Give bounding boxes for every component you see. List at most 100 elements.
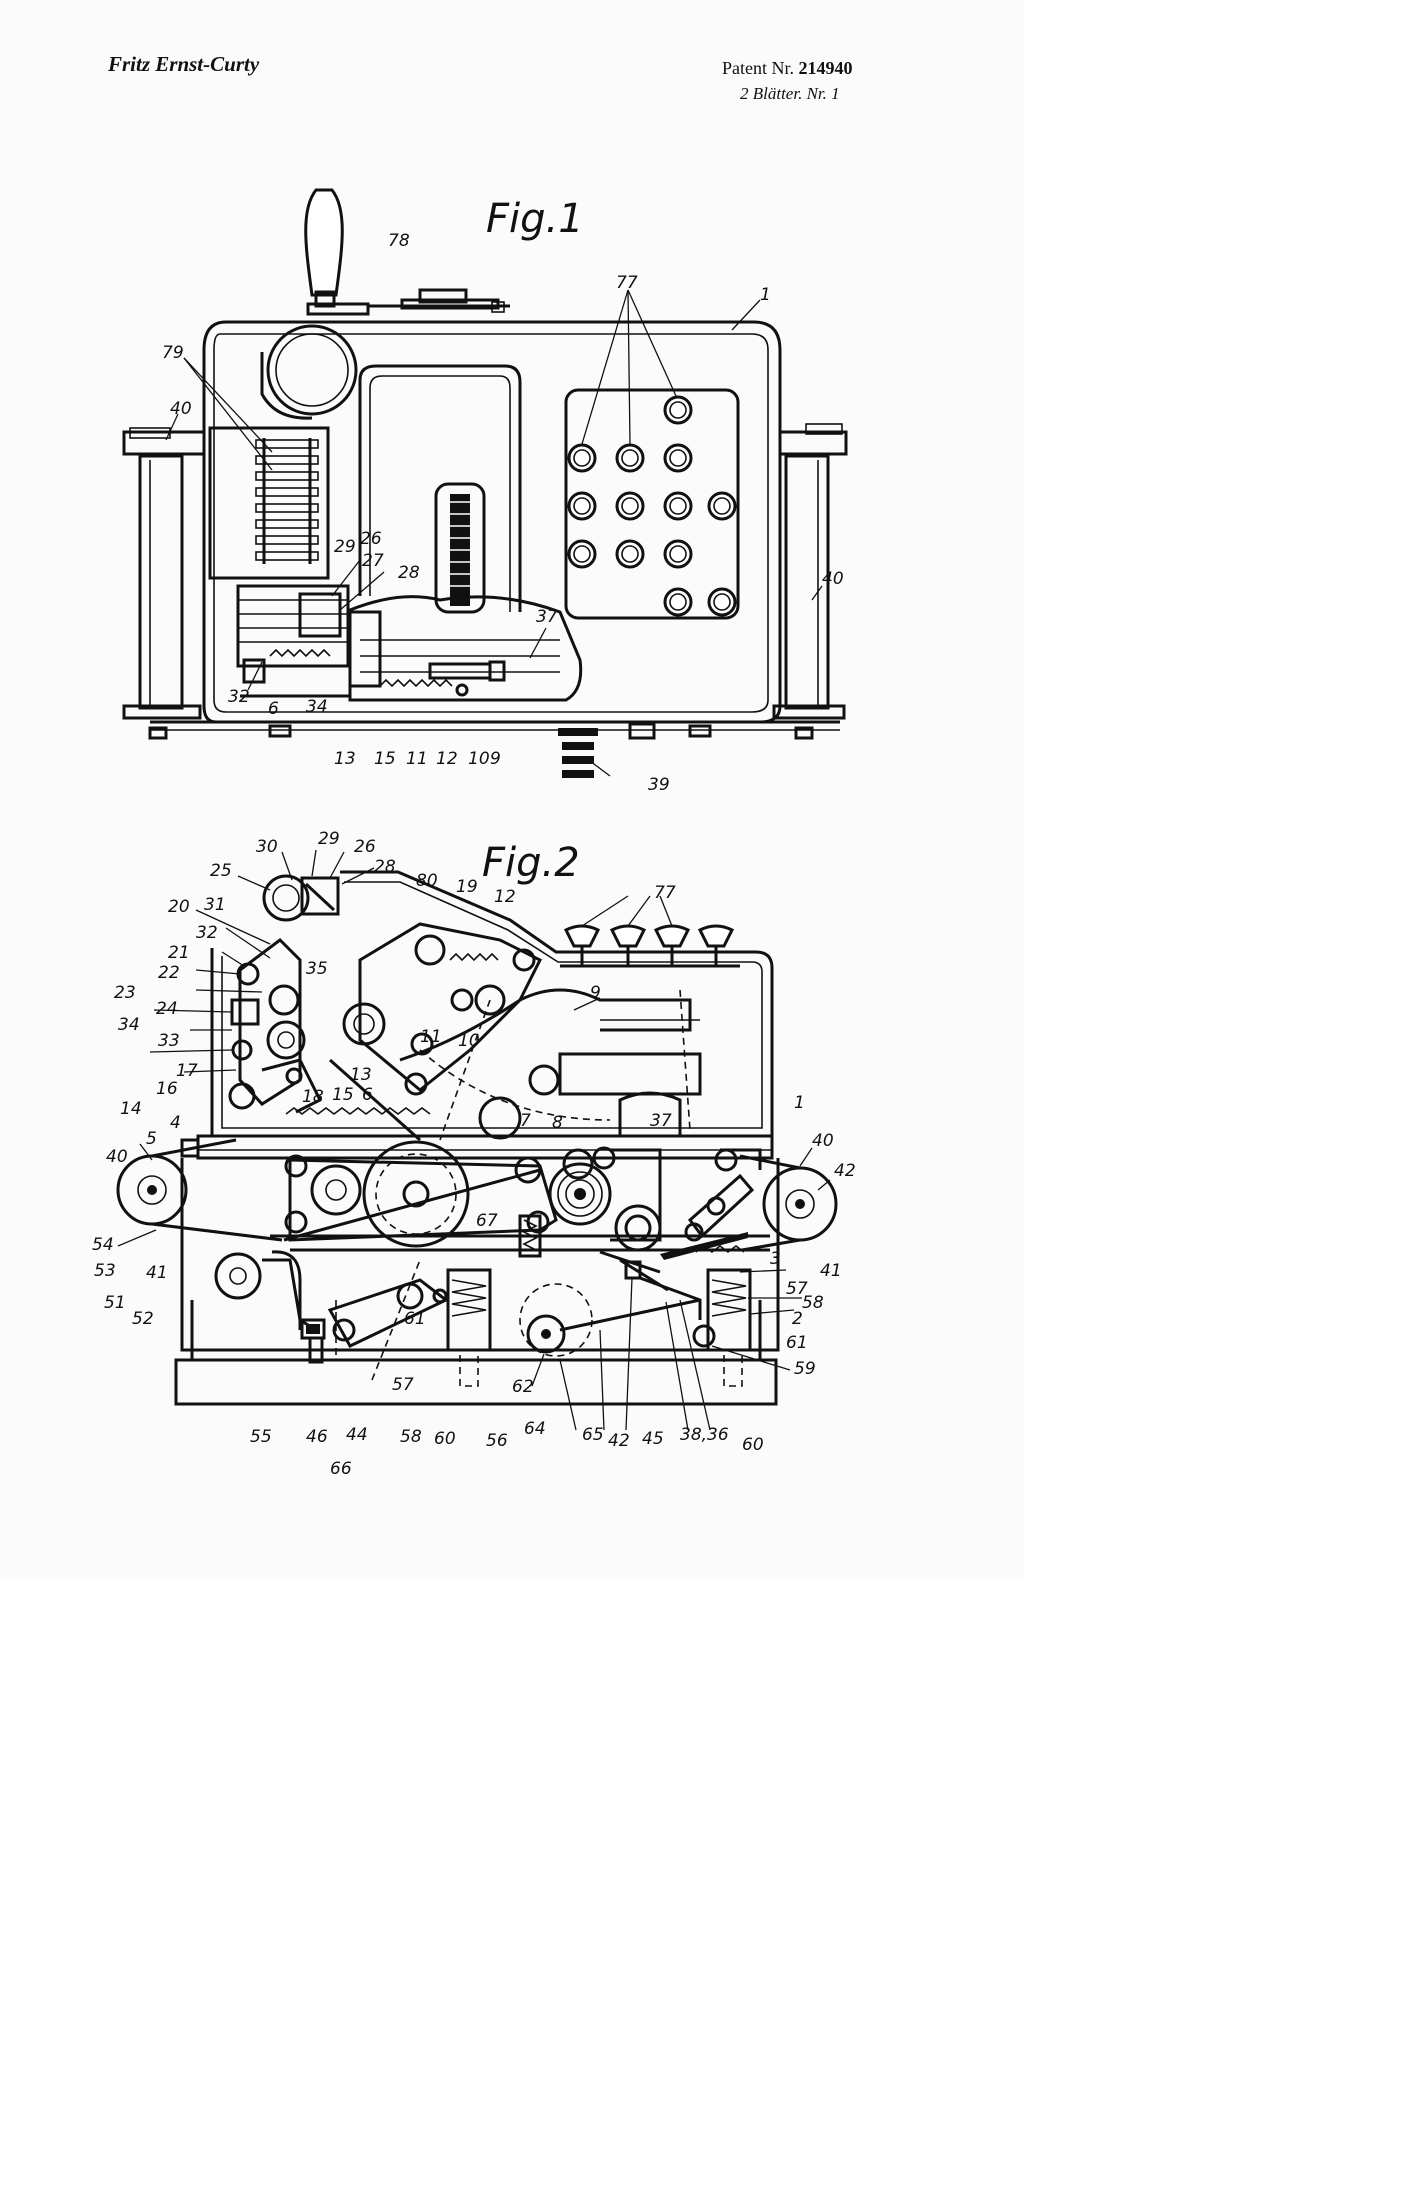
ref-51: 51 [104, 1293, 126, 1313]
fig2-large-gear [283, 1140, 558, 1248]
ref-42-bottom: 42 [608, 1431, 630, 1451]
ref-23: 23 [114, 983, 136, 1003]
ref-57-left: 57 [392, 1375, 414, 1395]
keyboard-panel [564, 388, 740, 620]
ref-40-left: 40 [170, 399, 192, 419]
ref-55: 55 [250, 1427, 272, 1447]
ref-7: 7 [520, 1111, 531, 1131]
ref-40-right: 40 [812, 1131, 834, 1151]
patent-number: 214940 [798, 58, 853, 78]
left-roll [122, 427, 206, 740]
ref-22: 22 [158, 963, 180, 983]
crank-handle [304, 188, 510, 316]
ref-10: 10 [458, 1031, 480, 1051]
ref-19: 19 [456, 877, 478, 897]
fig2-keys [560, 924, 740, 968]
ref-54: 54 [92, 1235, 114, 1255]
ref-60-left: 60 [434, 1429, 456, 1449]
ref-37: 37 [650, 1111, 672, 1131]
ref-77: 77 [654, 883, 676, 903]
ref-11: 11 [406, 749, 428, 769]
ref-1: 1 [760, 285, 771, 305]
ref-46: 46 [306, 1427, 328, 1447]
figure-1-title: Fig.1 [486, 196, 584, 242]
ref-21: 21 [168, 943, 190, 963]
ref-8: 8 [552, 1113, 563, 1133]
fig2-leaders [117, 849, 831, 1431]
ref-40-left: 40 [106, 1147, 128, 1167]
ref-31: 31 [204, 895, 226, 915]
fig1-reference-numerals: 78 77 1 79 40 29 26 27 28 37 40 32 6 34 … [162, 231, 844, 795]
toothed-rack [450, 494, 470, 606]
ref-40-right: 40 [822, 569, 844, 589]
ref-78: 78 [388, 231, 410, 251]
fig2-lower-drive [214, 1250, 752, 1387]
fig2-housing-cover [210, 870, 774, 1138]
ref-30: 30 [256, 837, 278, 857]
figure-1: Fig.1 [122, 188, 848, 795]
ref-18: 18 [302, 1087, 324, 1107]
ref-35: 35 [306, 959, 328, 979]
ref-20: 20 [168, 897, 190, 917]
fig2-left-mechanism [228, 938, 431, 1115]
right-roll [772, 423, 848, 740]
ref-38-36: 38,36 [680, 1425, 729, 1445]
ref-11: 11 [420, 1027, 442, 1047]
ref-26: 26 [360, 529, 382, 549]
sheet-info: 2 Blätter. Nr. 1 [740, 84, 840, 103]
ref-24: 24 [156, 999, 178, 1019]
ref-25: 25 [210, 861, 232, 881]
ref-16: 16 [156, 1079, 178, 1099]
figure-2-title: Fig.2 [482, 840, 580, 886]
ref-15: 15 [332, 1085, 354, 1105]
ref-3: 3 [770, 1249, 781, 1269]
ref-33: 33 [158, 1031, 180, 1051]
patent-number-line: Patent Nr. 214940 [722, 58, 853, 79]
inventor-name: Fritz Ernst-Curty [108, 52, 260, 76]
ref-79: 79 [162, 343, 184, 363]
ref-6: 6 [362, 1085, 373, 1105]
ref-29: 29 [318, 829, 340, 849]
ref-53: 53 [94, 1261, 116, 1281]
drawing-canvas: Fig.1 [92, 188, 856, 1479]
ref-34: 34 [306, 697, 328, 717]
ref-80: 80 [416, 871, 438, 891]
ref-32: 32 [228, 687, 250, 707]
ref-39: 39 [648, 775, 670, 795]
ref-58-right: 58 [802, 1293, 824, 1313]
fig2-spiral-spring [518, 1146, 662, 1258]
keys-grid [567, 395, 737, 617]
ref-67: 67 [476, 1211, 498, 1231]
ref-12: 12 [436, 749, 458, 769]
fig2-central-linkage [329, 922, 702, 1142]
ref-5: 5 [146, 1129, 157, 1149]
ref-29: 29 [334, 537, 356, 557]
fig2-wheel-30 [262, 874, 340, 922]
ref-52: 52 [132, 1309, 154, 1329]
ref-59: 59 [794, 1359, 816, 1379]
counter-disc-stack [255, 438, 319, 564]
ref-65: 65 [582, 1425, 604, 1445]
ref-28: 28 [374, 857, 396, 877]
ref-66: 66 [330, 1459, 352, 1479]
ref-60-right: 60 [742, 1435, 764, 1455]
patent-drawing-sheet: Fritz Ernst-Curty Patent Nr. 214940 2 Bl… [92, 52, 856, 1479]
fig2-right-roll [739, 1154, 838, 1252]
fig1-mechanism [236, 584, 583, 702]
ref-34: 34 [118, 1015, 140, 1035]
ref-58-left: 58 [400, 1427, 422, 1447]
ref-13: 13 [334, 749, 356, 769]
ref-17: 17 [176, 1061, 198, 1081]
ref-32: 32 [196, 923, 218, 943]
knurled-knob [558, 728, 598, 778]
ref-6: 6 [268, 699, 279, 719]
ref-9: 9 [590, 983, 601, 1003]
ref-13: 13 [350, 1065, 372, 1085]
ref-61-right: 61 [786, 1333, 808, 1353]
ref-4: 4 [170, 1113, 181, 1133]
ref-9: 9 [490, 749, 501, 769]
ref-64: 64 [524, 1419, 546, 1439]
ref-27: 27 [362, 551, 384, 571]
ref-28: 28 [398, 563, 420, 583]
ref-45: 45 [642, 1429, 664, 1449]
